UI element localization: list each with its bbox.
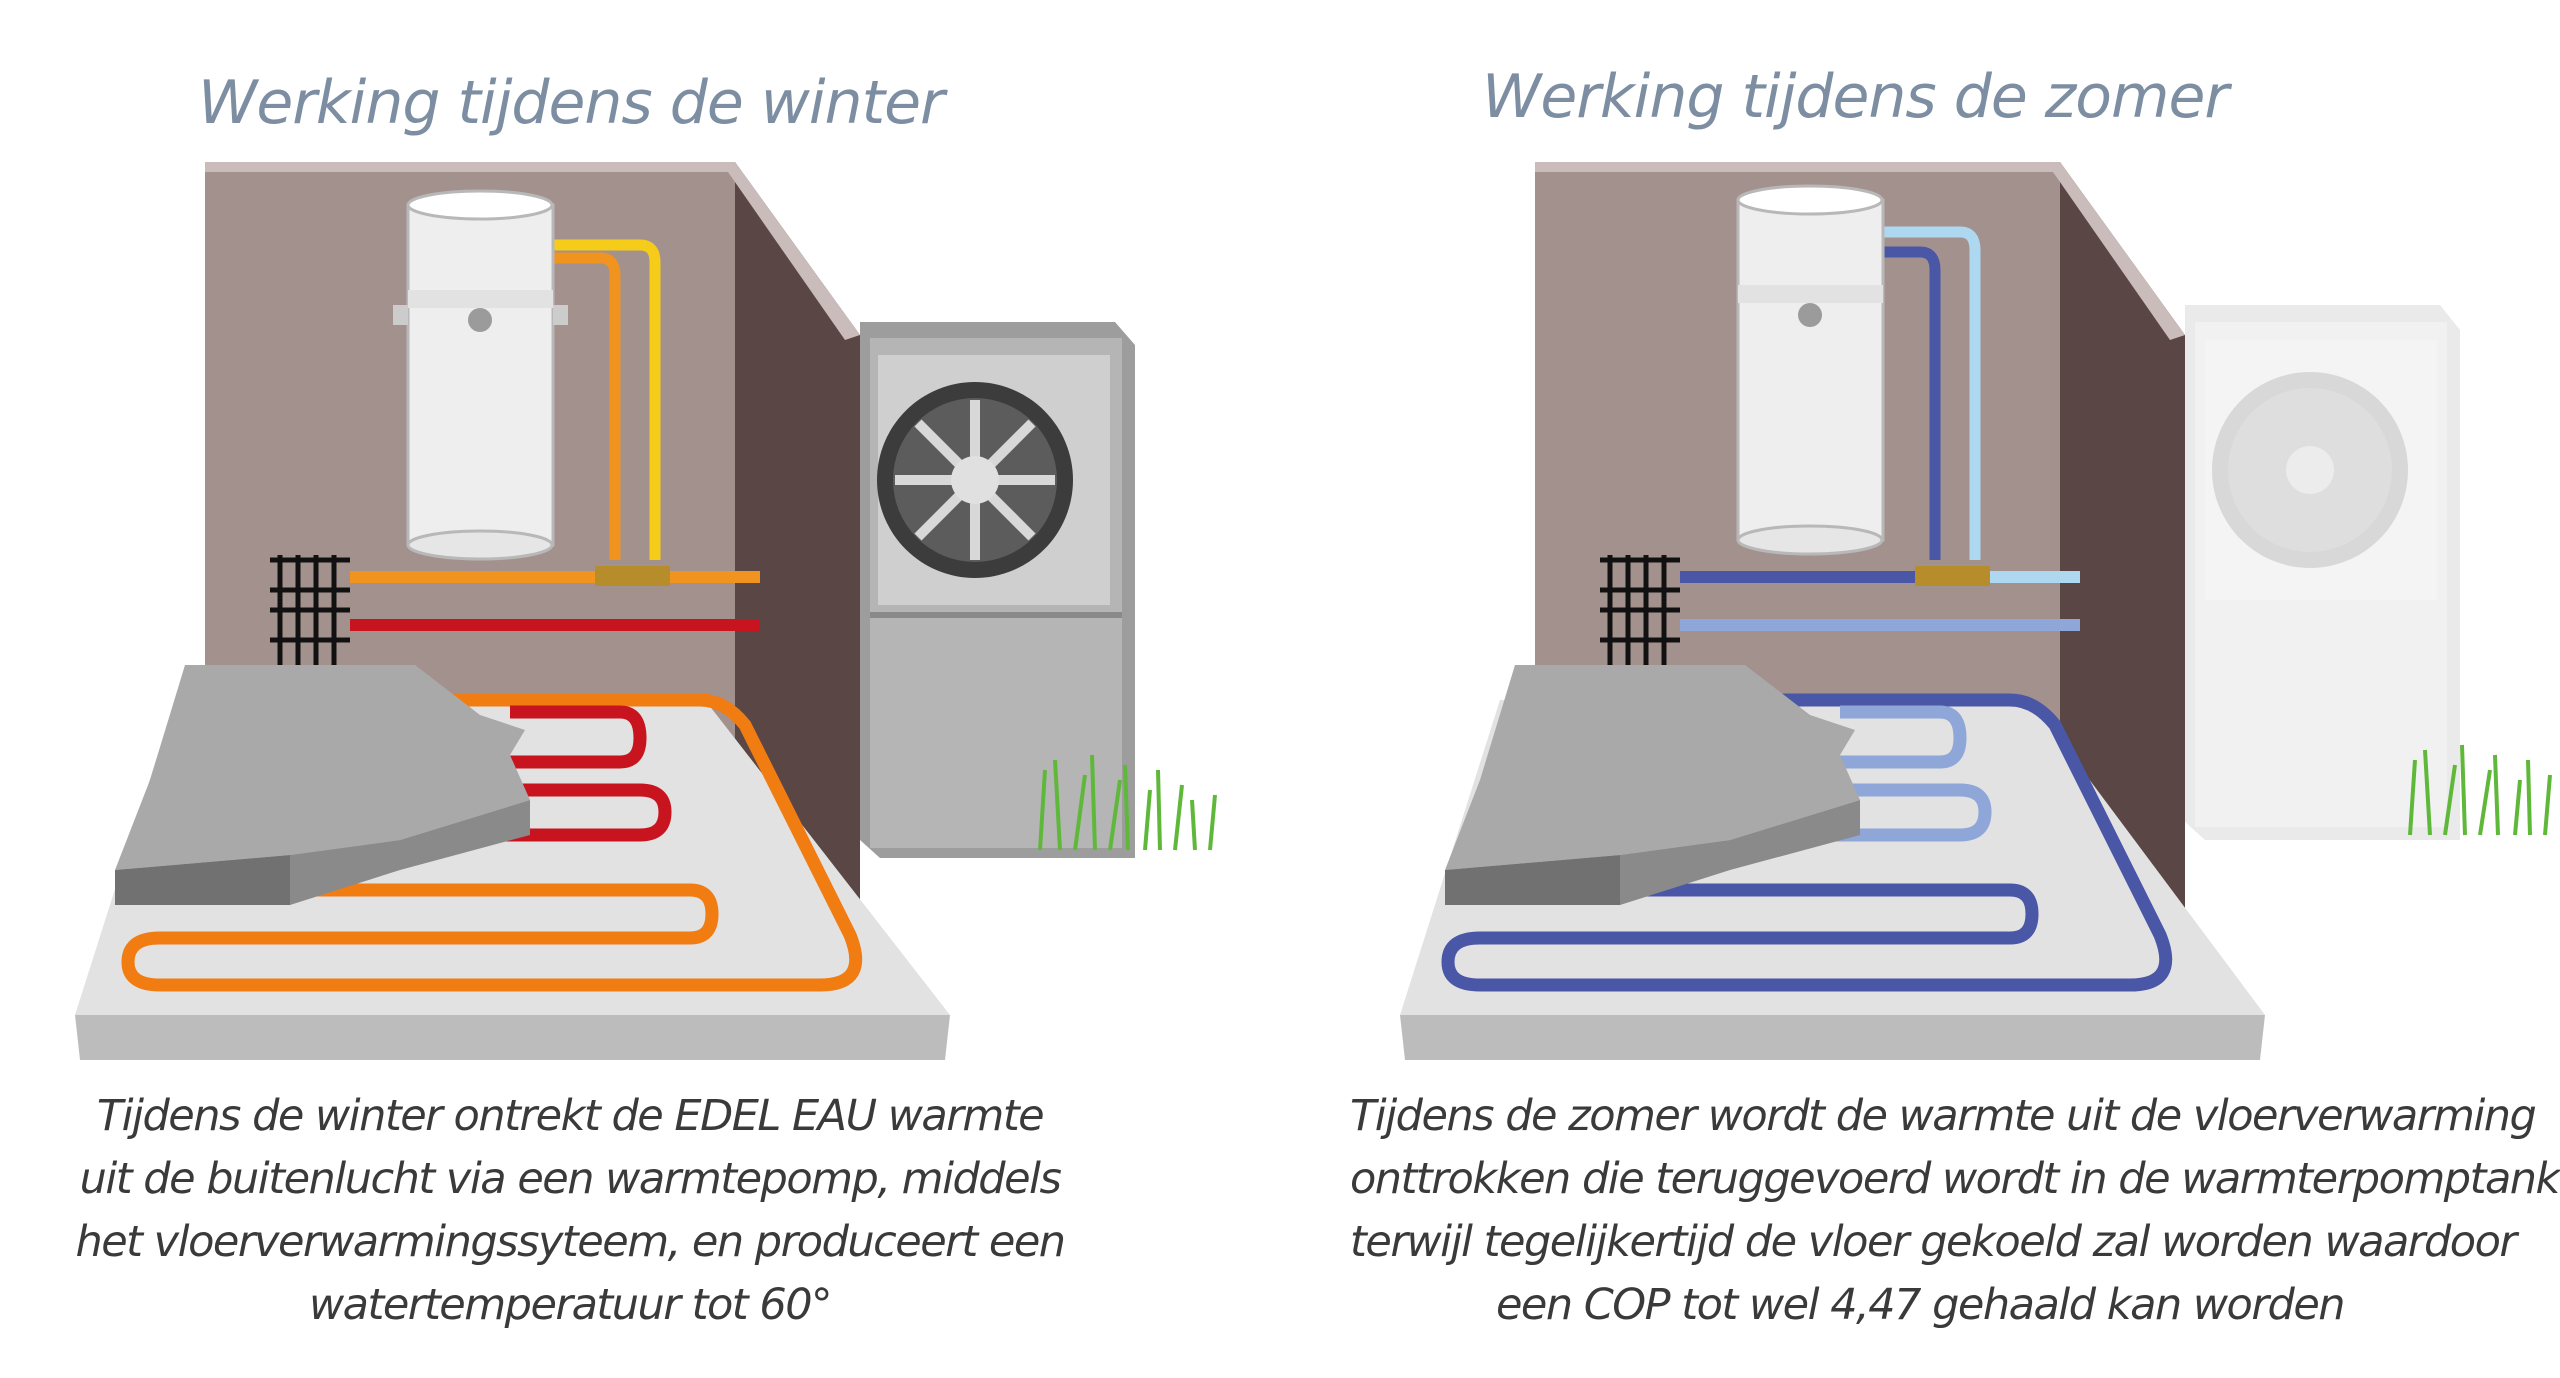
winter-caption: Tijdens de winter ontrekt de EDEL EAU wa…	[55, 1085, 1085, 1337]
water-heater-tank	[1736, 184, 1885, 556]
summer-caption-line-4: een COP tot wel 4,47 gehaald kan worden	[1495, 1280, 2346, 1330]
summer-caption-line-1: Tijdens de zomer wordt de warmte uit de …	[1350, 1091, 2537, 1141]
winter-panel: Werking tijdens de winter Tijdens de win…	[55, 68, 1217, 1337]
wall-side	[735, 162, 860, 935]
concrete-slab-top	[115, 665, 530, 870]
winter-caption-line-2: uit de buitenlucht via een warmtepomp, m…	[79, 1154, 1062, 1204]
winter-title: Werking tijdens de winter	[198, 68, 945, 138]
floor-front	[75, 1015, 950, 1060]
tank-pipe-hot	[550, 239, 661, 560]
wall-side	[2060, 162, 2185, 935]
summer-title: Werking tijdens de zomer	[1482, 62, 2229, 132]
heat-pump-outdoor-unit	[860, 322, 1135, 858]
floor-heating-loop-outer	[121, 693, 863, 992]
floor-heating-loop-inner	[460, 705, 672, 842]
floor-cooling-loop-outer	[1441, 693, 2173, 992]
concrete-slab-top	[1445, 665, 1860, 870]
winter-illustration	[75, 162, 1217, 1060]
tank-pipe-warm	[550, 252, 621, 560]
tank-pipe-cold	[1880, 226, 1981, 560]
grass	[2408, 744, 2552, 836]
winter-caption-line-1: Tijdens de winter ontrekt de EDEL EAU wa…	[96, 1091, 1045, 1141]
concrete-slab-side	[115, 855, 290, 905]
floor-cooling-loop-inner	[1790, 705, 1992, 842]
concrete-slab-side	[1445, 855, 1620, 905]
summer-caption-line-2: onttrokken die teruggevoerd wordt in de …	[1350, 1154, 2560, 1204]
manifold	[1600, 555, 1680, 668]
water-heater-tank	[393, 189, 568, 561]
summer-caption: Tijdens de zomer wordt de warmte uit de …	[1350, 1085, 2560, 1337]
winter-caption-line-3: het vloerverwarmingssyteem, en produceer…	[75, 1217, 1066, 1267]
tank-pipe-blue	[1880, 246, 1941, 560]
summer-panel: Werking tijdens de zomer Tijdens de zome…	[1280, 0, 2560, 1378]
summer-caption-line-3: terwijl tegelijkertijd de vloer gekoeld …	[1350, 1217, 2517, 1267]
winter-caption-line-4: watertemperatuur tot 60°	[308, 1280, 833, 1330]
heat-pump-outdoor-unit-faded	[2185, 305, 2460, 840]
grass	[1038, 754, 1217, 851]
summer-illustration	[1400, 162, 2552, 1060]
manifold	[270, 555, 350, 668]
floor-front	[1400, 1015, 2265, 1060]
